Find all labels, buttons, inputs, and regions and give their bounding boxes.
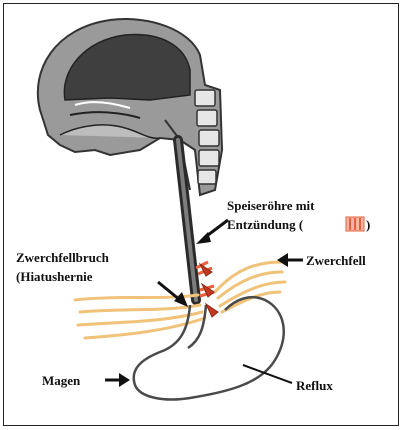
head-profile (38, 19, 222, 195)
arrow-speiseroehre (196, 220, 228, 244)
label-magen: Magen (42, 373, 81, 388)
arrow-magen (105, 373, 130, 387)
label-speiseroehre-line1: Speiseröhre mit (227, 198, 315, 213)
arrow-zwerchfell (277, 253, 303, 267)
stomach (134, 297, 284, 399)
label-zwerchfellbruch-line2: (Hiatushernie (16, 269, 93, 284)
arrow-zwerchfellbruch (158, 282, 188, 307)
label-zwerchfell: Zwerchfell (306, 253, 366, 268)
label-speiseroehre-line2: Entzündung ( (227, 217, 303, 232)
label-zwerchfellbruch-line1: Zwerchfellbruch (16, 250, 110, 265)
label-speiseroehre-line2-end: ) (366, 217, 370, 232)
label-reflux: Reflux (296, 378, 333, 393)
inflammation-legend-swatch (346, 217, 364, 231)
esophagus (178, 140, 196, 300)
